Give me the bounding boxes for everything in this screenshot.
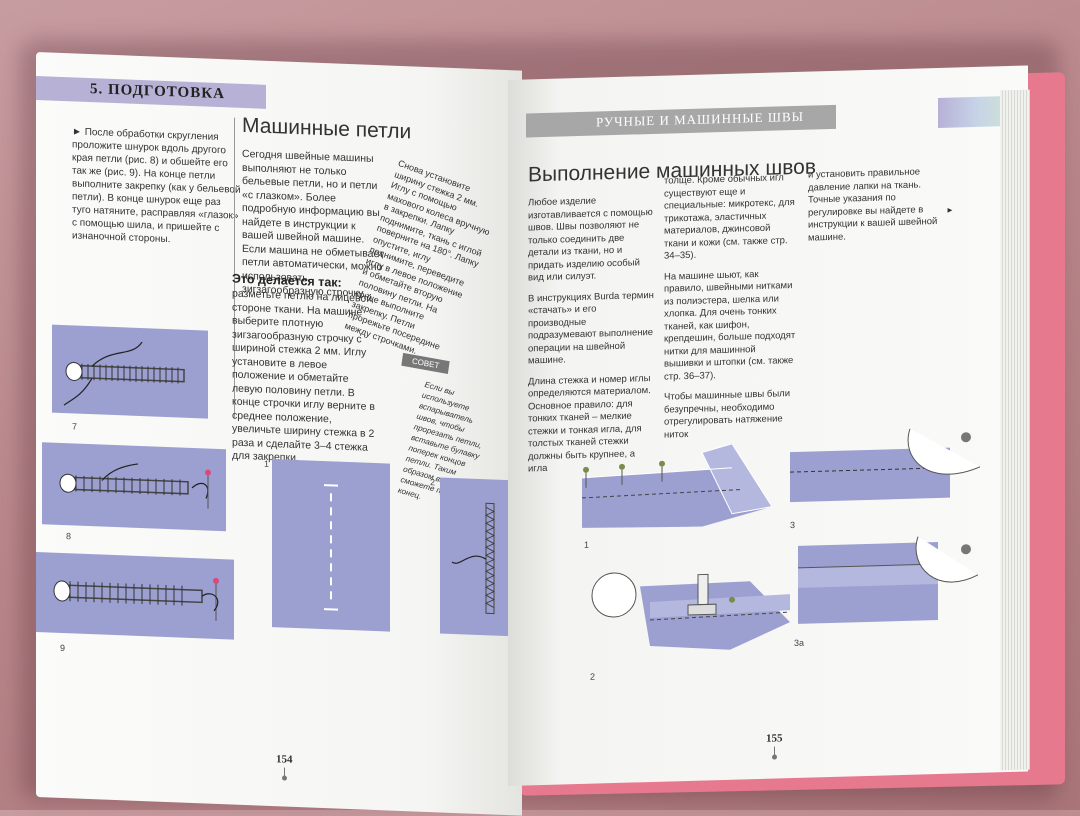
section-tab-left: 5. ПОДГОТОВКА xyxy=(36,76,266,109)
left-page-title: Машинные петли xyxy=(242,113,412,144)
page-number-left-text: 154 xyxy=(276,753,293,766)
pinned-seam-icon xyxy=(582,443,772,528)
figure-3-seam-illustration xyxy=(790,427,980,514)
figure-2-label-left: 2 xyxy=(430,477,436,488)
col2-p2: На машине шьют, как правило, швейными ни… xyxy=(664,268,796,383)
page-number-right-text: 155 xyxy=(766,732,783,745)
figure-3-label: 3 xyxy=(790,519,796,531)
col2-p1: толще. Кроме обычных игл существуют еще … xyxy=(664,172,795,262)
intro-column: ► После обработки скругления проложите ш… xyxy=(72,125,242,249)
tip-box: СОВЕТ Если вы используете вспарыватель ш… xyxy=(397,352,512,506)
section-tab-right-label: РУЧНЫЕ И МАШИННЫЕ ШВЫ xyxy=(596,108,804,130)
intro-text: После обработки скругления проложите шну… xyxy=(72,126,241,246)
figure-1-seam-illustration xyxy=(582,443,772,530)
figure-8-label: 8 xyxy=(66,531,72,542)
figure-1-label-left: 1 xyxy=(264,458,270,469)
buttonhole-marking-icon xyxy=(324,484,338,611)
right-column-3: и установить правильное давление лапки н… xyxy=(808,166,940,245)
figure-3a-label: 3a xyxy=(794,637,805,649)
col3-p1: и установить правильное давление лапки н… xyxy=(808,166,938,244)
right-column-2: толще. Кроме обычных игл существуют еще … xyxy=(664,172,796,442)
page-marker-icon xyxy=(283,767,285,778)
page-marker-icon xyxy=(773,746,775,757)
page-number-left: 154 xyxy=(276,753,293,778)
figure-9-label: 9 xyxy=(60,642,66,654)
presser-foot-icon xyxy=(591,572,790,650)
figure-8-illustration xyxy=(42,442,226,532)
col1-p2: В инструкциях Burda термин «стачать» и е… xyxy=(528,289,654,367)
arrow-marker-icon: ► xyxy=(72,126,82,138)
buttonhole-cord-icon xyxy=(59,463,211,509)
figure-7-label: 7 xyxy=(72,421,78,432)
section-tab-left-label: 5. ПОДГОТОВКА xyxy=(90,81,225,103)
section-tab-right: РУЧНЫЕ И МАШИННЫЕ ШВЫ xyxy=(526,104,836,138)
page-edges xyxy=(1000,89,1030,771)
right-page: РУЧНЫЕ И МАШИННЫЕ ШВЫ Выполнение машинны… xyxy=(508,65,1028,786)
right-column-1: Любое изделие изготавливается с помощью … xyxy=(528,194,656,476)
figure-1-marking-illustration xyxy=(272,459,390,632)
figure-7-illustration xyxy=(52,324,208,419)
figure-1-label-right: 1 xyxy=(584,539,590,550)
buttonhole-finished-icon xyxy=(53,577,219,621)
col2-p3: Чтобы машинные швы были безупречны, необ… xyxy=(664,388,791,441)
page-number-right: 155 xyxy=(766,732,783,757)
seam-allowance-icon xyxy=(790,428,980,503)
figure-2-label-right: 2 xyxy=(590,671,596,682)
pressed-seam-icon xyxy=(798,536,978,624)
figure-3a-seam-illustration xyxy=(798,535,978,626)
zigzag-buttonhole-icon xyxy=(451,502,495,615)
arrow-marker-icon: ► xyxy=(946,205,954,215)
left-page: 5. ПОДГОТОВКА ► После обработки скруглен… xyxy=(36,52,522,816)
col1-p1: Любое изделие изготавливается с помощью … xyxy=(528,195,653,284)
figure-9-illustration xyxy=(36,552,234,640)
figure-2-machine-illustration xyxy=(590,562,790,658)
buttonhole-stitch-icon xyxy=(63,341,185,406)
figure-2-stitched-illustration xyxy=(440,477,522,637)
